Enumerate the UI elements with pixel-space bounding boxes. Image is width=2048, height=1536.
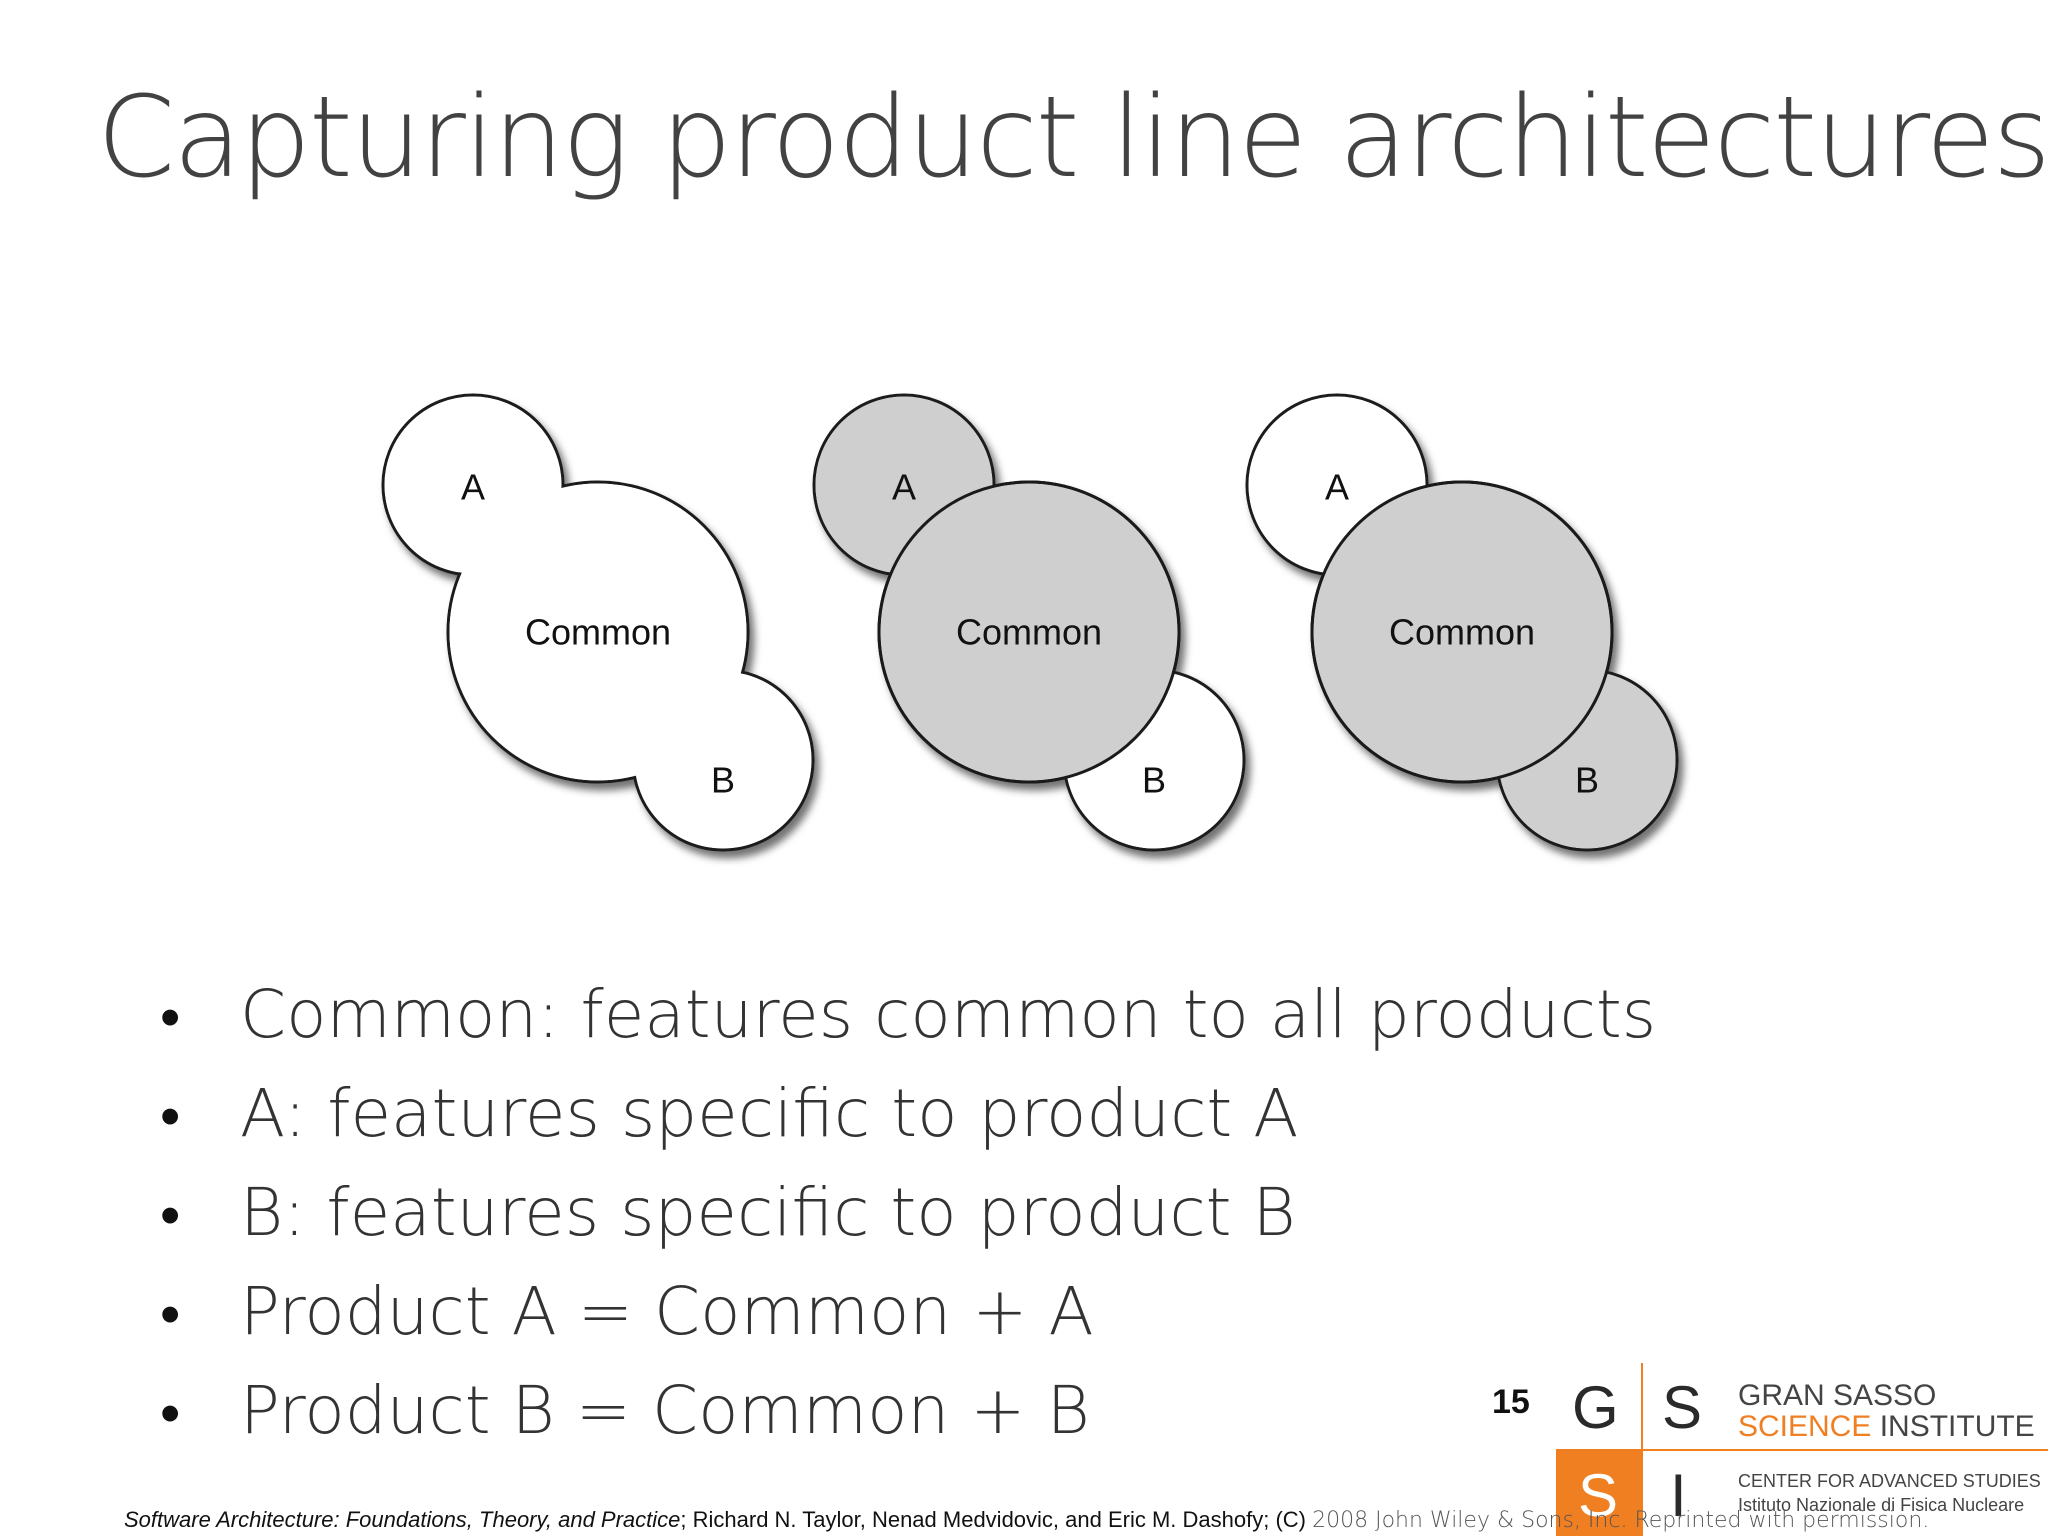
citation-authors: ; Richard N. Taylor, Nenad Medvidovic, a… <box>680 1507 1313 1532</box>
bullet-text: A: features specific to product A <box>240 1075 1299 1152</box>
circle-fill-common <box>880 483 1178 781</box>
logo-science: SCIENCE <box>1738 1410 1872 1443</box>
bullet-item: • Common: features common to all products <box>160 965 1656 1064</box>
circle-label-a: A <box>892 467 916 508</box>
circle-label-a: A <box>461 467 485 508</box>
circle-border-common <box>877 480 1181 784</box>
logo-divider-horizontal <box>1556 1449 2048 1451</box>
logo-letter-s: S <box>1662 1374 1703 1441</box>
circle-label-b: B <box>1575 760 1599 801</box>
bullet-item: • Product B = Common + B <box>160 1361 1656 1460</box>
circle-border-common <box>1310 480 1614 784</box>
circle-label-a: A <box>1325 467 1349 508</box>
logo-institute: INSTITUTE <box>1871 1410 2035 1443</box>
bullet-text: B: features specific to product B <box>240 1174 1296 1251</box>
bullet-text: Common: features common to all products <box>240 976 1657 1053</box>
bullet-dot: • <box>160 985 181 1050</box>
bullet-item: • Product A = Common + A <box>160 1262 1656 1361</box>
logo-divider-vertical <box>1641 1363 1643 1536</box>
circle-label-b: B <box>711 760 735 801</box>
logo-subtitle-line1: CENTER FOR ADVANCED STUDIES <box>1738 1471 2041 1491</box>
bullet-text: Product A = Common + A <box>240 1273 1094 1350</box>
circle-label-b: B <box>1142 760 1166 801</box>
logo-orange-block <box>1556 1449 1643 1536</box>
circle-label-common: Common <box>956 612 1102 653</box>
logo-subtitle-line2: Istituto Nazionale di Fisica Nucleare <box>1738 1495 2025 1515</box>
circle-fill-common <box>1313 483 1611 781</box>
bullet-dot: • <box>160 1282 181 1347</box>
bullet-dot: • <box>160 1183 181 1248</box>
circle-fill-common <box>449 483 747 781</box>
bullet-dot: • <box>160 1381 181 1446</box>
citation: Software Architecture: Foundations, Theo… <box>124 1507 1929 1534</box>
slide-title: Capturing product line architectures <box>97 73 2048 203</box>
logo-letter-s-orange: S <box>1578 1462 1619 1529</box>
bullet-text: Product B = Common + B <box>240 1372 1090 1449</box>
bullet-item: • A: features specific to product A <box>160 1064 1656 1163</box>
logo-letter-i: I <box>1670 1462 1687 1529</box>
logo-name-line2: SCIENCE INSTITUTE <box>1738 1410 2035 1444</box>
citation-book-title: Software Architecture: Foundations, Theo… <box>124 1507 681 1532</box>
bullet-item: • B: features specific to product B <box>160 1163 1656 1262</box>
citation-rights: 2008 John Wiley & Sons, Inc. Reprinted w… <box>1312 1508 1930 1533</box>
page-number: 15 <box>1492 1383 1530 1421</box>
circle-label-common: Common <box>1389 612 1535 653</box>
logo-letter-g: G <box>1572 1374 1619 1441</box>
logo-name-line1: GRAN SASSO <box>1738 1379 1937 1412</box>
circle-label-common: Common <box>525 612 671 653</box>
bullet-dot: • <box>160 1084 181 1149</box>
bullet-list: • Common: features common to all products… <box>160 965 1656 1460</box>
